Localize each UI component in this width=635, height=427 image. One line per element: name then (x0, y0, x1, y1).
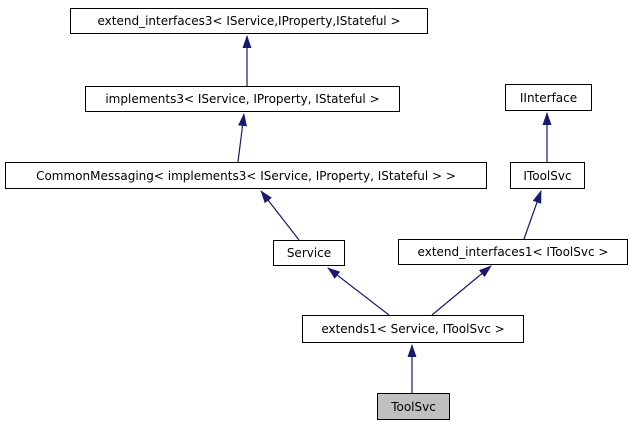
inheritance-arrow-extend_interfaces1-to-itoolsvc (523, 190, 542, 240)
inheritance-arrow-commonmessaging-to-implements3 (237, 113, 247, 163)
inheritance-arrow-extends1-to-service (327, 267, 390, 316)
class-node-service[interactable]: Service (273, 240, 345, 266)
class-node-implements3[interactable]: implements3< IService, IProperty, IState… (85, 86, 400, 112)
inheritance-arrow-extends1-to-extend_interfaces1 (431, 265, 492, 316)
class-node-extend_interfaces3[interactable]: extend_interfaces3< IService,IProperty,I… (70, 8, 428, 34)
class-node-iinterface[interactable]: IInterface (505, 84, 592, 111)
class-node-toolsvc: ToolSvc (377, 393, 450, 420)
inheritance-arrow-service-to-commonmessaging (260, 190, 300, 241)
class-node-extend_interfaces1[interactable]: extend_interfaces1< IToolSvc > (398, 239, 628, 265)
class-node-extends1[interactable]: extends1< Service, IToolSvc > (302, 315, 524, 343)
class-node-commonmessaging[interactable]: CommonMessaging< implements3< IService, … (5, 162, 487, 189)
class-node-itoolsvc[interactable]: IToolSvc (510, 162, 585, 189)
